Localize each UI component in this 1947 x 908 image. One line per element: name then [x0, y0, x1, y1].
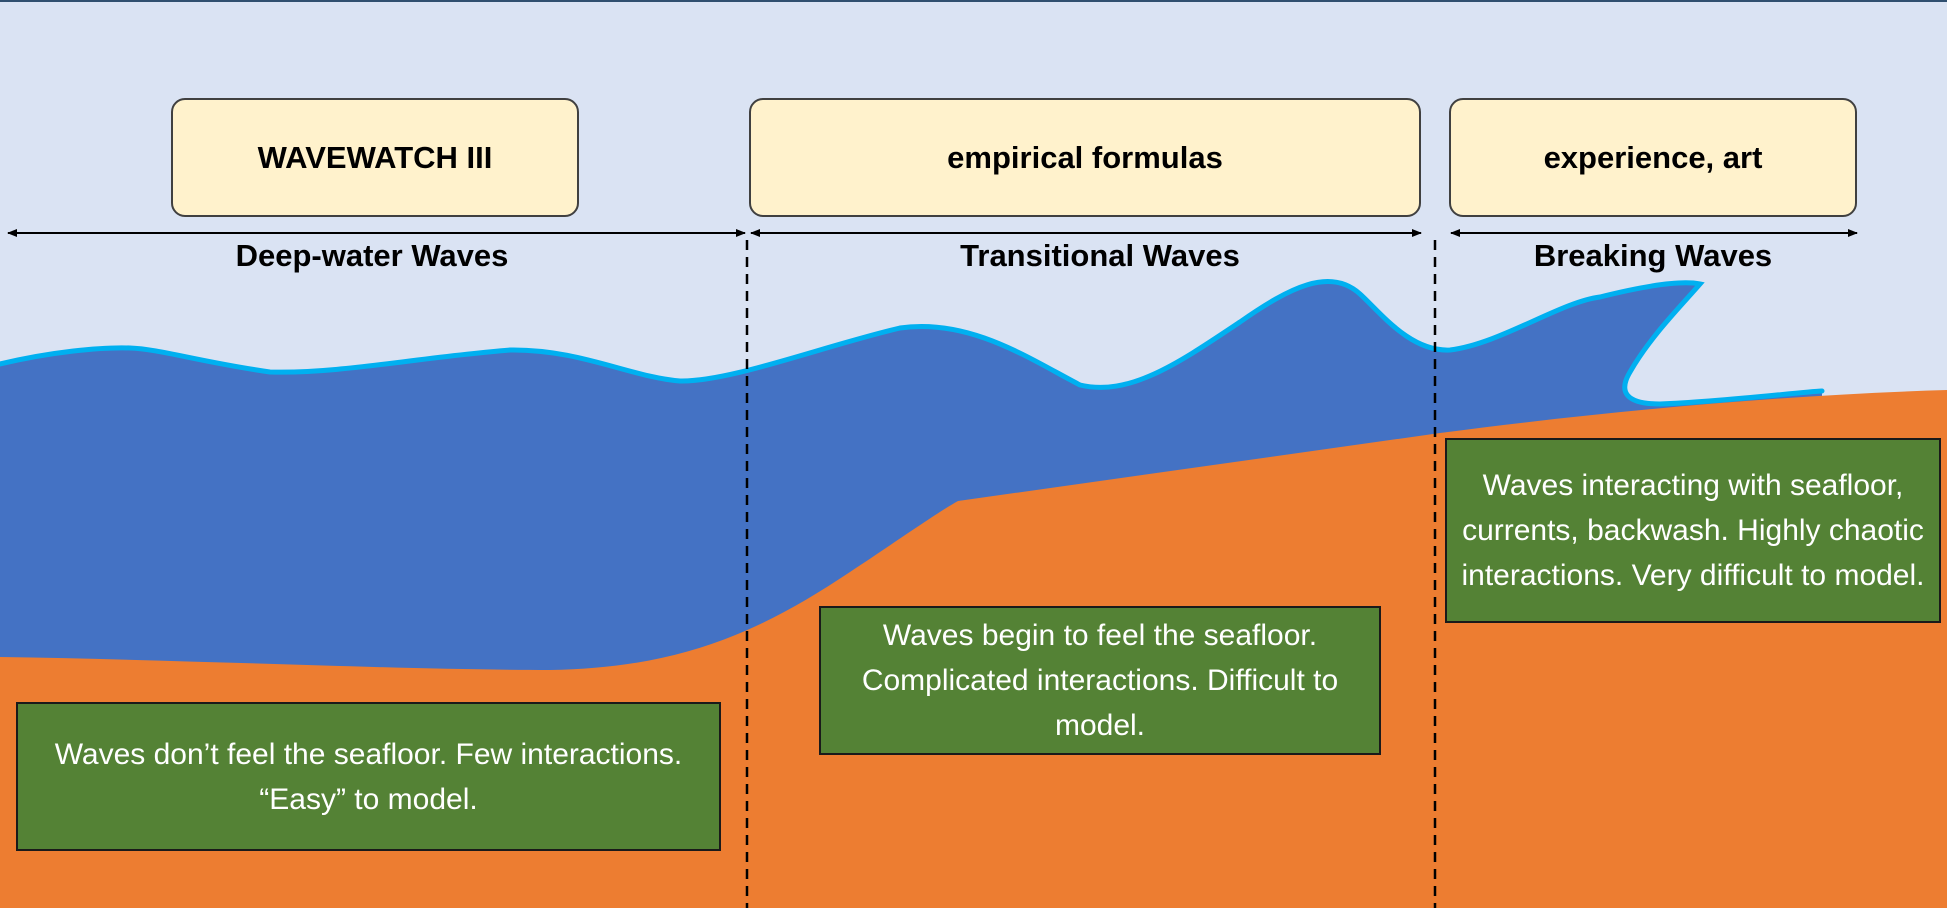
method-label: WAVEWATCH III	[257, 139, 493, 175]
method-box-wavewatch: WAVEWATCH III	[171, 98, 579, 217]
method-box-empirical: empirical formulas	[749, 98, 1421, 217]
note-box-transitional: Waves begin to feel the seafloor. Compli…	[819, 606, 1381, 755]
note-box-deep: Waves don’t feel the seafloor. Few inter…	[16, 702, 721, 851]
note-text: Waves begin to feel the seafloor. Compli…	[861, 619, 1339, 742]
method-box-experience: experience, art	[1449, 98, 1857, 217]
zone-label-transitional: Transitional Waves	[960, 238, 1240, 273]
water-body	[0, 281, 1822, 412]
note-text: Waves interacting with seafloor, current…	[1461, 469, 1925, 592]
wave-crest-line	[0, 278, 1825, 407]
note-text: Waves don’t feel the seafloor. Few inter…	[54, 737, 683, 816]
zone-label-deep: Deep-water Waves	[235, 238, 509, 273]
zone-label-breaking: Breaking Waves	[1533, 238, 1773, 273]
method-label: empirical formulas	[947, 139, 1223, 175]
note-box-breaking: Waves interacting with seafloor, current…	[1445, 438, 1941, 623]
method-label: experience, art	[1543, 139, 1763, 175]
